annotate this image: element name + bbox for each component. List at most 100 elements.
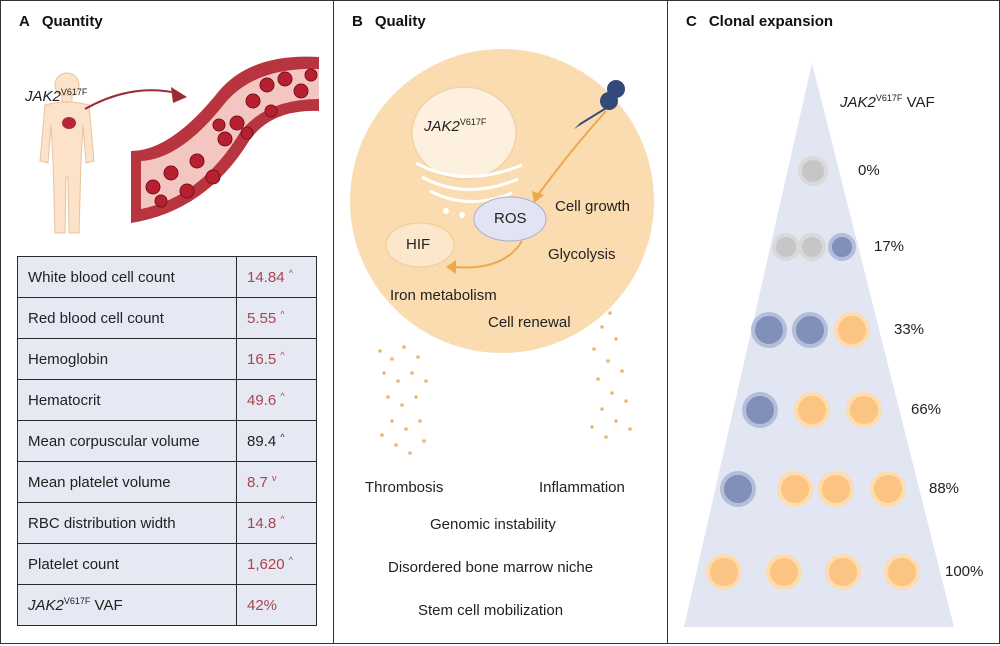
secretion-dots-left <box>378 345 428 455</box>
red-blood-cells <box>145 68 318 208</box>
orange-cell <box>884 554 920 590</box>
lab-flag: ^ <box>280 391 285 401</box>
panel-b-heading: B Quality <box>352 13 426 30</box>
panel-a-title: Quantity <box>41 13 103 30</box>
cell-renewal-label: Cell renewal <box>488 314 571 331</box>
orange-cell <box>846 392 882 428</box>
thrombosis-label: Thrombosis <box>365 479 444 496</box>
lab-value: 5.55 ^ <box>236 297 317 339</box>
panel-clonal-expansion: C Clonal expansion JAK2V617F VAF 0% 17% 33%… <box>667 0 1000 644</box>
panel-c-vaf-header: JAK2V617F VAF <box>840 93 935 111</box>
vaf-percent-label: 66% <box>911 401 942 418</box>
blue-cell <box>792 312 828 348</box>
glycolysis-label: Glycolysis <box>548 246 616 263</box>
vaf-percent-label: 33% <box>894 321 925 338</box>
panel-c-letter: C <box>686 13 697 30</box>
vaf-percent-label: 17% <box>874 238 905 255</box>
lab-value: 89.4 ^ <box>236 420 317 462</box>
lab-label: White blood cell count <box>17 256 237 298</box>
orange-cell <box>706 554 742 590</box>
person-silhouette <box>39 72 95 234</box>
lab-label: Hematocrit <box>17 379 237 421</box>
vaf-percent-label: 88% <box>929 480 960 497</box>
inflammation-label: Inflammation <box>539 479 625 496</box>
panel-b-gene-label: JAK2V617F <box>424 117 487 135</box>
lab-value: 14.8 ^ <box>236 502 317 544</box>
panel-a-heading: A Quantity <box>19 13 103 30</box>
lab-label: RBC distribution width <box>17 502 237 544</box>
panel-b-title: Quality <box>374 13 426 30</box>
panel-c-heading: C Clonal expansion <box>686 13 833 30</box>
grey-cell <box>798 233 826 261</box>
vaf-value: 42% <box>236 584 317 626</box>
lab-flag: ^ <box>288 555 293 565</box>
nucleus <box>411 86 517 180</box>
cell-growth-label: Cell growth <box>555 198 631 215</box>
orange-cell <box>777 471 813 507</box>
clonal-expansion-triangle <box>684 63 954 627</box>
blue-cell <box>720 471 756 507</box>
lab-flag: v <box>272 473 277 483</box>
lab-label: Mean corpuscular volume <box>17 420 237 462</box>
arrow-head-icon <box>171 87 187 103</box>
receptor-icon <box>574 80 625 129</box>
iron-metabolism-label: Iron metabolism <box>390 287 497 304</box>
stem-cell-illustration <box>350 49 654 455</box>
ros-hif-arrow <box>453 240 523 269</box>
lab-flag: ^ <box>288 268 293 278</box>
panel-a-letter: A <box>19 13 30 30</box>
hif-bubble <box>385 222 455 268</box>
bone-marrow-niche-label: Disordered bone marrow niche <box>388 559 594 576</box>
blue-cell <box>751 312 787 348</box>
orange-cell <box>766 554 802 590</box>
stem-cell-mobilization-label: Stem cell mobilization <box>418 602 564 619</box>
hif-label: HIF <box>406 236 431 253</box>
orange-cell <box>794 392 830 428</box>
grey-cell <box>772 233 800 261</box>
lab-label: Hemoglobin <box>17 338 237 380</box>
lab-flag: ^ <box>280 350 285 360</box>
lab-value: 8.7 v <box>236 461 317 503</box>
panel-quality: B Quality <box>334 0 669 644</box>
orange-cell <box>818 471 854 507</box>
vaf-label: JAK2V617F VAF <box>17 584 237 626</box>
lab-value: 16.5 ^ <box>236 338 317 380</box>
orange-cell <box>870 471 906 507</box>
blue-cell <box>828 233 856 261</box>
lab-label: Mean platelet volume <box>17 461 237 503</box>
lab-value: 49.6 ^ <box>236 379 317 421</box>
lab-flag: ^ <box>280 432 285 442</box>
secretion-dots-right <box>590 299 632 439</box>
lab-value: 1,620 ^ <box>236 543 317 585</box>
blue-cell <box>742 392 778 428</box>
ros-label: ROS <box>494 210 527 227</box>
vaf-percent-label: 100% <box>945 563 984 580</box>
grey-cell <box>798 156 828 186</box>
vaf-percent-label: 0% <box>858 162 880 179</box>
lab-flag: ^ <box>280 514 285 524</box>
panel-c-title: Clonal expansion <box>708 13 834 30</box>
receptor-arrow <box>537 110 607 196</box>
lab-value: 14.84 ^ <box>236 256 317 298</box>
orange-cell <box>834 312 870 348</box>
endoplasmic-reticulum <box>415 161 523 203</box>
lab-flag: ^ <box>280 309 285 319</box>
bone-marrow-spot <box>62 117 76 129</box>
lab-label: Red blood cell count <box>17 297 237 339</box>
ros-bubble <box>473 196 547 242</box>
panel-a-gene-label: JAK2V617F <box>25 87 88 105</box>
genomic-instability-label: Genomic instability <box>430 516 556 533</box>
panel-b-letter: B <box>352 13 363 30</box>
orange-cell <box>825 554 861 590</box>
